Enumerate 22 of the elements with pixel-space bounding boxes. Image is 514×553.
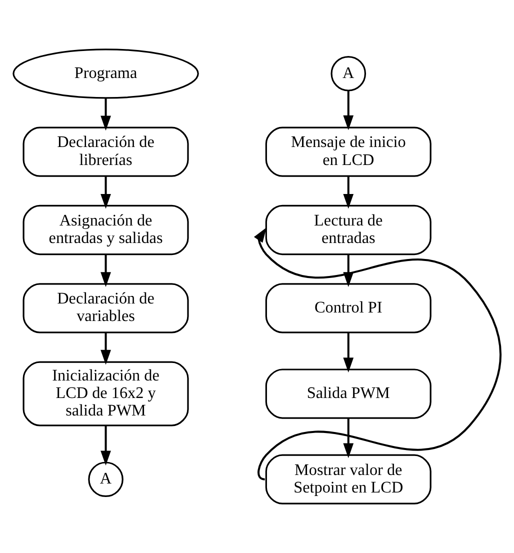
arrow bbox=[100, 332, 111, 365]
arrow bbox=[100, 426, 111, 466]
node-box: Declaración de librerías bbox=[22, 126, 189, 177]
node-box: Mensaje de inicio en LCD bbox=[265, 126, 432, 177]
node-ellipse: Programa bbox=[12, 48, 199, 99]
arrow bbox=[343, 332, 354, 372]
arrow bbox=[343, 90, 354, 130]
node-box: Asignación de entradas y salidas bbox=[22, 204, 189, 256]
arrow bbox=[254, 227, 502, 480]
node-box: Salida PWM bbox=[265, 368, 432, 419]
arrow bbox=[343, 176, 354, 209]
node-box: Inicialización de LCD de 16x2 y salida PWM bbox=[22, 361, 189, 426]
node-circle: A bbox=[88, 462, 124, 497]
node-circle: A bbox=[330, 56, 366, 92]
arrow bbox=[100, 176, 111, 209]
arrow bbox=[100, 254, 111, 287]
arrow bbox=[100, 98, 111, 131]
node-box: Lectura de entradas bbox=[265, 204, 432, 256]
node-box: Control PI bbox=[265, 283, 432, 334]
arrow bbox=[343, 418, 354, 458]
node-box: Declaración de variables bbox=[22, 283, 189, 334]
node-box: Mostrar valor de Setpoint en LCD bbox=[265, 454, 432, 504]
